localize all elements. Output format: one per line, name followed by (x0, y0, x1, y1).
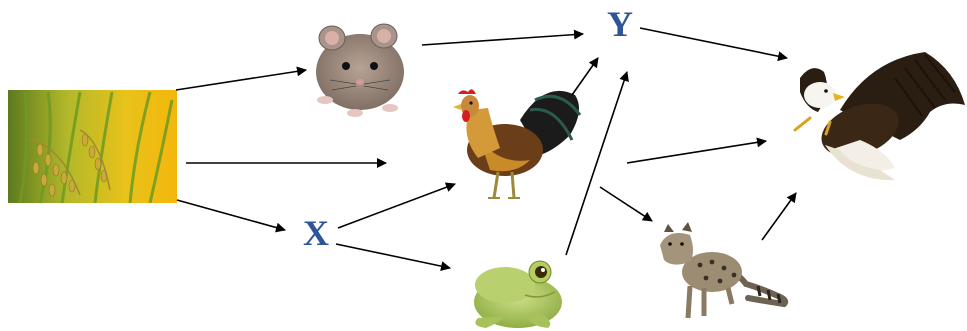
rooster-image (453, 89, 582, 199)
label-x: X (303, 213, 329, 253)
civet-image (660, 222, 789, 319)
arrow-rooster-to-civet (599, 186, 653, 222)
arrow-frog-to-y (565, 71, 629, 256)
arrow-x-to-frog (335, 243, 451, 272)
arrow-rooster-to-eagle (626, 137, 767, 164)
arrow-rice-to-x (176, 199, 286, 233)
arrow-x-to-rooster (337, 182, 456, 229)
arrows (175, 27, 797, 272)
frog-image (474, 260, 562, 328)
mouse-image (316, 23, 404, 117)
arrow-civet-to-eagle (761, 192, 797, 241)
label-y: Y (607, 4, 633, 44)
arrow-mouse-to-y (421, 29, 584, 46)
rice-plant-image (8, 90, 177, 204)
arrow-y-to-eagle (639, 27, 788, 62)
arrow-rice-to-mouse (175, 66, 307, 91)
eagle-image (793, 52, 965, 181)
arrow-rooster-to-y (571, 57, 599, 96)
